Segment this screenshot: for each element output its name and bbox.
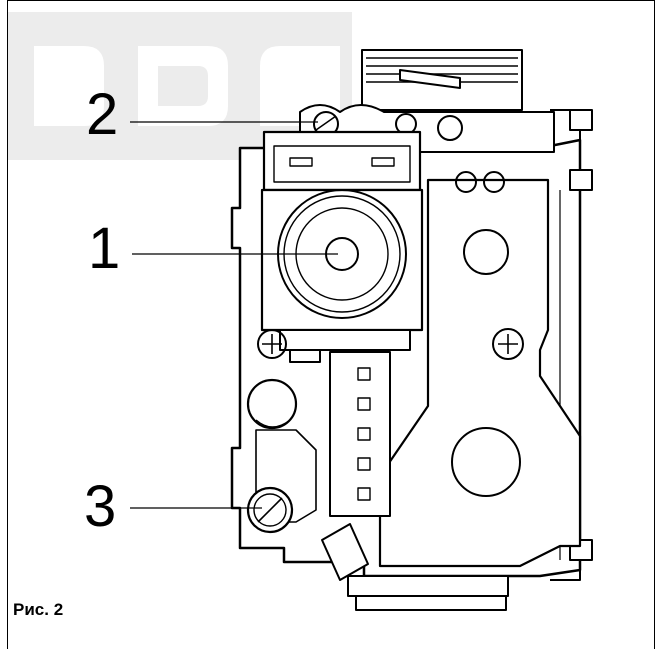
connector-block xyxy=(262,130,422,192)
callout-label-2: 2 xyxy=(86,82,119,147)
top-pipe-thread xyxy=(361,49,523,111)
adjustment-screw xyxy=(246,486,294,534)
figure-caption: Рис. 2 xyxy=(13,600,64,619)
pin-connector xyxy=(329,351,391,517)
bottom-outlet xyxy=(347,575,509,611)
callout-label-1: 1 xyxy=(88,216,121,281)
figure-frame xyxy=(7,0,655,649)
callout-label-3: 3 xyxy=(84,474,117,539)
modulating-coil xyxy=(260,188,424,363)
